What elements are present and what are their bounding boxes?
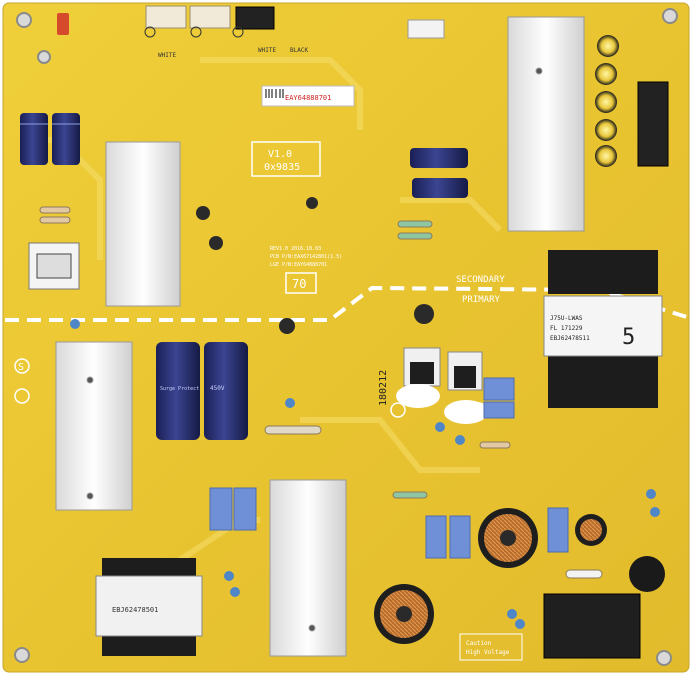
barcode-sticker: EAY64888701 [261, 85, 355, 107]
blue-capacitors-top-left [20, 113, 80, 165]
black-connector-right [637, 81, 669, 167]
main-transformer: J75U-LWAS FL 171229 EBJ62478511 5 [543, 250, 663, 408]
film-capacitors [209, 377, 569, 559]
connector-label-white-1: WHITE [158, 52, 176, 59]
small-transformer-bottom: EBJ62478501 [95, 558, 203, 656]
toroid-chokes [374, 508, 607, 644]
badge-letter: S [18, 362, 24, 373]
cap-label-2: 450V [210, 385, 225, 392]
caution-text-2: High Voltage [466, 649, 510, 656]
isolation-line [5, 285, 691, 322]
resistors [39, 206, 603, 579]
ceramic-capacitors [70, 319, 660, 629]
transformer-label-1: J75U-LWAS [550, 315, 583, 322]
small-electrolytic-caps [196, 197, 434, 334]
fuse-red [57, 13, 69, 35]
bulk-capacitors: Surge Protect 450V [156, 342, 248, 440]
date-code: 180212 [378, 370, 389, 406]
rev-line-3: LGE P/N:EAY64888701 [270, 262, 327, 268]
gold-capacitors [595, 35, 619, 167]
rev-line-2: PCB P/N:EAX67142801(1.5) [270, 254, 342, 260]
transformer-big-number: 5 [622, 325, 635, 350]
transformer-label-3: EBJ62478511 [550, 335, 590, 342]
mounting-holes [14, 8, 678, 666]
blue-capacitors-center [410, 148, 468, 198]
cap-label: Surge Protect [160, 386, 199, 392]
secondary-label: SECONDARY [456, 275, 505, 285]
connector-label-black: BLACK [290, 47, 308, 54]
zone-number: 70 [292, 277, 306, 291]
power-transistors [396, 347, 488, 424]
ntc-thermistor [629, 556, 665, 592]
barcode-text: EAY64888701 [285, 94, 331, 102]
caution-text-1: Caution [466, 640, 492, 647]
small-transformer-label: EBJ62478501 [112, 606, 158, 614]
transformer-label-2: FL 171229 [550, 325, 583, 332]
ac-input-connector [543, 593, 641, 659]
rev-line-1: REV1.0 2016.10.03 [270, 246, 321, 252]
version-label: V1.0 [268, 149, 292, 160]
heatsinks [55, 16, 585, 657]
connector-label-white-2: WHITE [258, 47, 276, 54]
version-code: 0x9835 [264, 162, 300, 173]
top-connectors [144, 5, 445, 39]
caution-box: Caution High Voltage [459, 633, 523, 661]
zone-box [285, 272, 317, 294]
primary-label: PRIMARY [462, 295, 501, 305]
version-box: V1.0 0x9835 [251, 141, 321, 177]
small-transformer-left [28, 242, 80, 290]
